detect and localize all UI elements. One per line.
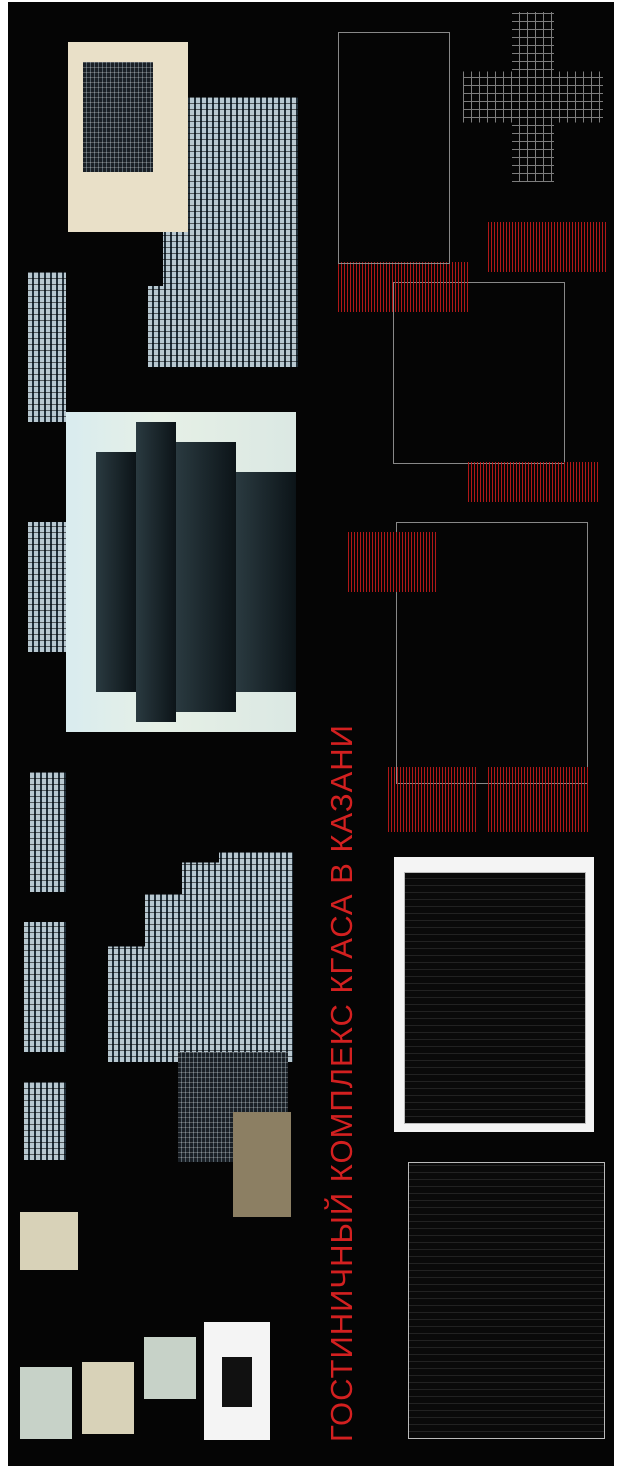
annotation-block-3	[348, 532, 438, 592]
elevation-strip-1	[24, 1082, 66, 1160]
elevation-strip-2	[24, 922, 66, 1052]
poster-title: ГОСТИНИЧНЫЙ КОМПЛЕКС КГАСА В КАЗАНИ	[324, 724, 359, 1442]
context-photo-4	[20, 1212, 78, 1270]
detail-drawings	[338, 32, 450, 264]
floor-plan-2	[404, 872, 586, 1124]
annotation-block-1	[388, 767, 478, 832]
annotation-block-5	[338, 262, 468, 312]
main-elevation-1	[108, 852, 293, 1062]
main-elevation-2-annex-detail	[83, 62, 153, 172]
floor-plan-1	[408, 1162, 605, 1439]
cross-plan-top	[463, 12, 603, 182]
annotation-block-6	[488, 222, 608, 272]
elevation-strip-5	[28, 272, 66, 422]
annotation-block-4	[468, 462, 598, 502]
site-plan-building-mark	[222, 1357, 252, 1407]
annotation-block-2	[488, 767, 588, 832]
architecture-poster-sheet: ГОСТИНИЧНЫЙ КОМПЛЕКС КГАСА В КАЗАНИ	[8, 2, 614, 1466]
main-elevation-1-detail	[233, 1112, 291, 1217]
context-photo-3	[144, 1337, 196, 1399]
rendering-photo	[66, 412, 296, 732]
elevation-strip-4	[28, 522, 68, 652]
context-photo-2	[82, 1362, 134, 1434]
elevation-strip-3	[30, 772, 66, 892]
context-photo-1	[20, 1367, 72, 1439]
